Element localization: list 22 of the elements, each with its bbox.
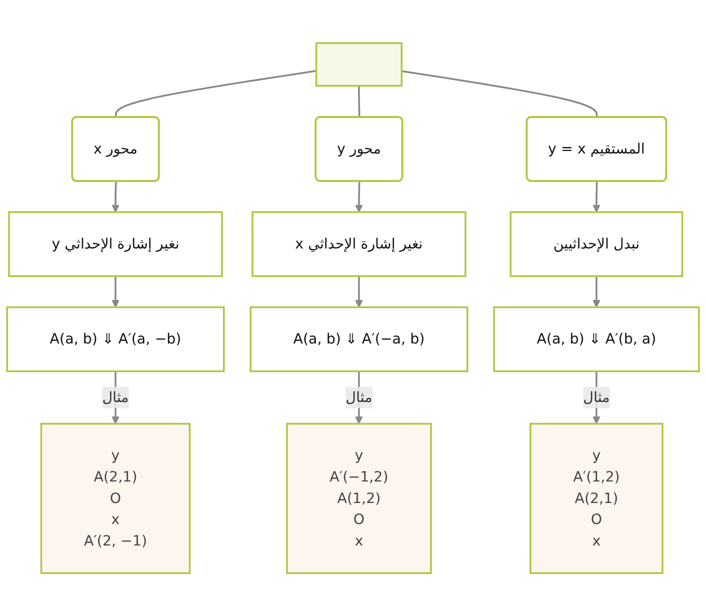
node-box (315, 42, 403, 87)
node-box: نغير إشارة الإحداثي x (252, 211, 466, 277)
node-box: A(a, b) ⇓ A′(a, −b) (6, 306, 225, 372)
arrow (112, 276, 120, 308)
arrow (355, 276, 363, 308)
node-box: نبدل الإحداثيين (510, 211, 684, 277)
connector (115, 70, 316, 118)
arrow (592, 181, 600, 212)
arrow (112, 181, 120, 212)
node-box: A(a, b) ⇓ A′(b, a) (493, 306, 700, 372)
arrow (355, 181, 363, 212)
connector (358, 86, 360, 118)
edge-label: مثال (346, 388, 372, 406)
node-box: A(a, b) ⇓ A′(−a, b) (250, 306, 468, 372)
node-box: نغير إشارة الإحداثي y (8, 211, 223, 277)
edge-label: مثال (102, 388, 129, 406)
node-box: y A′(−1,2) A(1,2) O x (286, 422, 432, 574)
arrow (592, 276, 600, 308)
node-box: y A′(1,2) A(2,1) O x (530, 422, 664, 574)
node-box: y A(2,1) O x A′(2, −1) (40, 422, 191, 574)
connector (402, 70, 598, 118)
edge-label: مثال (583, 388, 610, 406)
